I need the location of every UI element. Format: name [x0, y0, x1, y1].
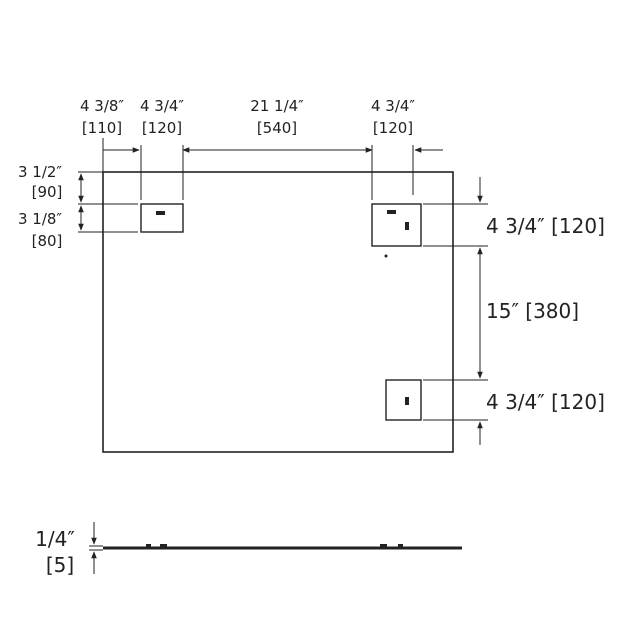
left-dimension-lines	[78, 171, 138, 233]
dim-thickness-imperial: 1/4″	[35, 527, 75, 551]
bracket-top-right	[371, 203, 422, 258]
thickness-dimension-lines	[89, 522, 103, 574]
dim-top-4-metric: [120]	[373, 119, 413, 137]
bracket-top-left	[140, 203, 184, 233]
dim-top-1-metric: [110]	[82, 119, 122, 137]
dim-left-2-metric: [80]	[32, 232, 63, 250]
dim-right-2: 15″ [380]	[486, 299, 579, 323]
dim-top-3-metric: [540]	[257, 119, 297, 137]
dim-left-2-imperial: 3 1/8″	[18, 210, 62, 228]
dim-left-1-metric: [90]	[32, 183, 63, 201]
dim-top-1-imperial: 4 3/8″	[80, 97, 124, 115]
bracket-bottom-right	[385, 379, 422, 421]
dim-top-2-imperial: 4 3/4″	[140, 97, 184, 115]
dim-left-1-imperial: 3 1/2″	[18, 163, 62, 181]
dim-right-3: 4 3/4″ [120]	[486, 390, 605, 414]
dim-top-2-metric: [120]	[142, 119, 182, 137]
top-dimension-lines	[102, 138, 443, 200]
dim-thickness-metric: [5]	[46, 553, 74, 577]
side-profile	[103, 544, 462, 550]
mirror-panel	[102, 171, 454, 453]
right-dimension-lines	[423, 177, 488, 445]
dim-top-4-imperial: 4 3/4″	[371, 97, 415, 115]
dim-right-1: 4 3/4″ [120]	[486, 214, 605, 238]
dim-top-3-imperial: 21 1/4″	[250, 97, 304, 115]
